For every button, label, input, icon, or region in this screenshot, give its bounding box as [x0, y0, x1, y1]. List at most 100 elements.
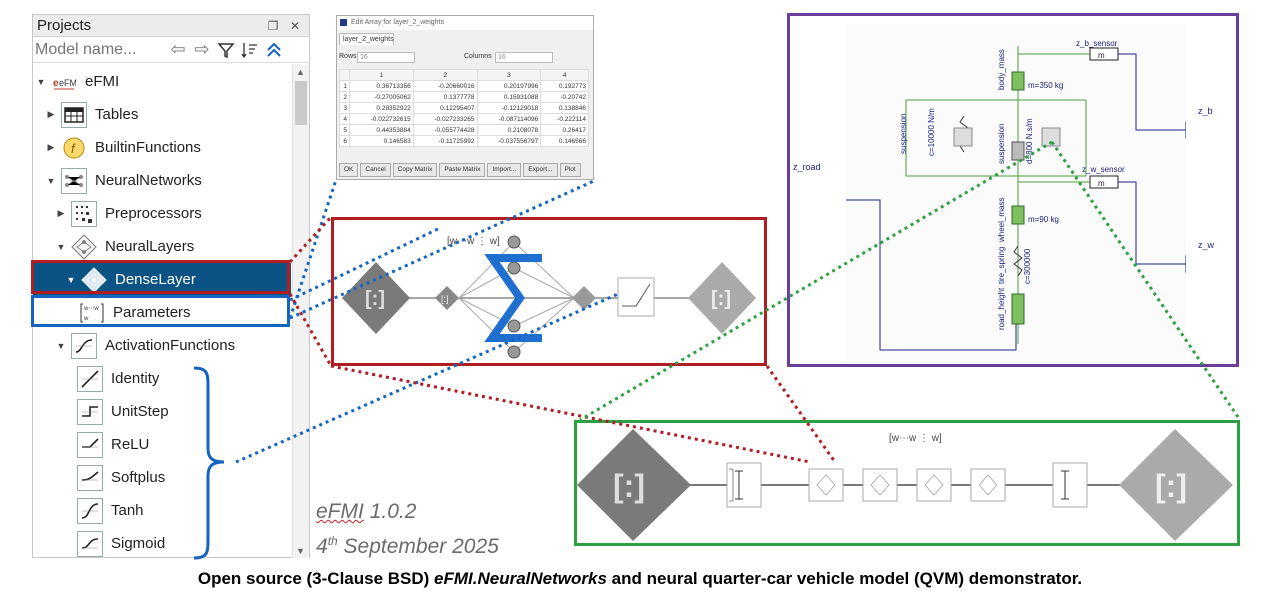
- wheel-mass-value: m=90 kg: [1028, 215, 1059, 224]
- copy-matrix-button[interactable]: Copy Matrix: [392, 163, 438, 177]
- search-row: ⇦ ⇨: [33, 37, 309, 63]
- tree-item-preprocessors[interactable]: ▶ Preprocessors: [55, 197, 293, 230]
- import-button[interactable]: Import...: [487, 163, 522, 177]
- svg-text:[:]: [:]: [441, 294, 449, 304]
- svg-text:w: w: [83, 316, 89, 322]
- expand-toggle-icon[interactable]: ▼: [46, 175, 56, 186]
- float-panel-icon[interactable]: ❐: [267, 18, 279, 33]
- ok-button[interactable]: OK: [339, 163, 359, 177]
- version-number: 1.0.2: [369, 500, 417, 523]
- collapse-all-icon[interactable]: [263, 39, 285, 61]
- plot-button[interactable]: Plot: [559, 163, 581, 177]
- tire-spring-icon: [1013, 245, 1023, 277]
- scroll-up-icon[interactable]: ▲: [296, 67, 305, 77]
- expand-toggle-icon[interactable]: ▼: [56, 241, 66, 252]
- figure-caption: Open source (3-Clause BSD) eFMI.NeuralNe…: [0, 569, 1280, 589]
- model-search-input[interactable]: [33, 38, 165, 61]
- paste-matrix-button[interactable]: Paste Matrix: [439, 163, 486, 177]
- parameters-highlight: [31, 295, 290, 327]
- tree-item-denselayer[interactable]: ▼ DenseLayer: [33, 263, 291, 296]
- tree-item-label: Tables: [95, 106, 139, 123]
- rows-field[interactable]: 16: [357, 52, 415, 63]
- tree-item-tanh[interactable]: Tanh: [77, 494, 293, 527]
- sensor-mass-label: m: [1098, 51, 1105, 60]
- columns-label: Columns: [464, 53, 492, 60]
- suspension-damper-value: d=800 N.s/m: [1025, 118, 1034, 164]
- expand-toggle-icon[interactable]: ▶: [57, 208, 65, 218]
- neuron-node-icon: [507, 345, 521, 359]
- table-cell[interactable]: 0.146566: [540, 135, 589, 147]
- tree-item-efmi[interactable]: ▼ eeFMI eFMI: [35, 65, 293, 98]
- neural-layer-icon: [71, 233, 97, 260]
- neural-block-icon: [1041, 127, 1061, 147]
- denselayer-highlight: [31, 260, 290, 294]
- back-arrow-icon[interactable]: ⇦: [170, 39, 186, 59]
- tanh-icon: [77, 497, 103, 524]
- expand-toggle-icon[interactable]: ▼: [66, 274, 76, 285]
- date-suffix: th: [327, 534, 338, 548]
- expand-toggle-icon[interactable]: ▼: [56, 340, 66, 351]
- neuron-node-icon: [507, 319, 521, 333]
- tree-item-label: DenseLayer: [115, 271, 196, 288]
- neural-block-icon: [953, 127, 973, 147]
- neural-network-chain-diagram: [:] [w⋯w ⋮ w] [:]: [574, 420, 1240, 546]
- cancel-button[interactable]: Cancel: [360, 163, 391, 177]
- svg-text:[:]: [:]: [365, 288, 385, 310]
- activation-block-icon: [617, 277, 655, 317]
- efmi-badge-text: eFMI: [59, 78, 76, 88]
- scroll-thumb[interactable]: [295, 81, 307, 125]
- z-road-label: z_road: [793, 162, 821, 172]
- sort-icon[interactable]: [239, 39, 261, 61]
- function-icon: f: [61, 134, 87, 161]
- tree-item-tables[interactable]: ▶ Tables: [45, 98, 293, 131]
- filter-icon[interactable]: [215, 39, 237, 61]
- postprocessor-block-icon: [1052, 462, 1088, 508]
- forward-arrow-icon[interactable]: ⇨: [194, 39, 210, 59]
- tab-layer-2-weights[interactable]: layer_2_weights: [339, 33, 394, 45]
- export-button[interactable]: Export...: [523, 163, 558, 177]
- tree-item-unitstep[interactable]: UnitStep: [77, 395, 293, 428]
- body-mass-label: body_mass: [997, 49, 1006, 90]
- tree-item-label: ReLU: [111, 436, 150, 453]
- tree-item-activationfunctions[interactable]: ▼ ActivationFunctions: [55, 329, 293, 362]
- dense-layer-icon: [81, 266, 107, 293]
- expand-toggle-icon[interactable]: ▼: [36, 76, 46, 87]
- tree-item-relu[interactable]: ReLU: [77, 428, 293, 461]
- wheel-mass-block: [1011, 205, 1025, 225]
- tire-spring-label: tire_spring: [997, 247, 1006, 284]
- panel-header: Projects ❐ ✕: [33, 15, 309, 37]
- z-w-output-label: z_w: [1198, 240, 1215, 250]
- sigma-icon: [484, 254, 542, 342]
- dense-layer-block-icon: [970, 468, 1006, 502]
- tree-item-sigmoid[interactable]: Sigmoid: [77, 527, 293, 560]
- svg-text:w⋯w: w⋯w: [83, 306, 99, 312]
- svg-text:[:]: [:]: [613, 468, 645, 504]
- relu-icon: [77, 431, 103, 458]
- scroll-down-icon[interactable]: ▼: [296, 546, 305, 556]
- caption-prefix: Open source (3-Clause BSD): [197, 569, 435, 588]
- dense-layer-block-icon: [862, 468, 898, 502]
- tree-item-builtinfunctions[interactable]: ▶ f BuiltinFunctions: [45, 131, 293, 164]
- tree-item-identity[interactable]: Identity: [77, 362, 293, 395]
- activation-brace: [193, 366, 225, 560]
- expand-toggle-icon[interactable]: ▶: [47, 109, 55, 119]
- table-cell[interactable]: -0.037556797: [476, 135, 542, 147]
- weight-matrix-symbol: [w⋯w ⋮ w]: [889, 433, 942, 444]
- nn-chain-svg: [:] [w⋯w ⋮ w] [:]: [577, 429, 1233, 541]
- tire-spring-value: c=300000: [1023, 248, 1032, 284]
- date-rest: September 2025: [343, 535, 499, 558]
- tree-item-neuralnetworks[interactable]: ▼ NeuralNetworks: [45, 164, 293, 197]
- edit-array-dialog: Edit Array for layer_2_weights layer_2_w…: [336, 15, 594, 180]
- tree-scrollbar[interactable]: ▲ ▼: [292, 65, 309, 558]
- expand-toggle-icon[interactable]: ▶: [47, 142, 55, 152]
- tree-item-neurallayers[interactable]: ▼ NeuralLayers: [55, 230, 293, 263]
- tree-item-softplus[interactable]: Softplus: [77, 461, 293, 494]
- table-header: 4: [540, 69, 589, 81]
- unitstep-icon: [77, 398, 103, 425]
- activation-icon: [71, 332, 97, 359]
- columns-field[interactable]: 16: [495, 52, 553, 63]
- close-panel-icon[interactable]: ✕: [289, 18, 301, 33]
- sigmoid-icon: [77, 530, 103, 557]
